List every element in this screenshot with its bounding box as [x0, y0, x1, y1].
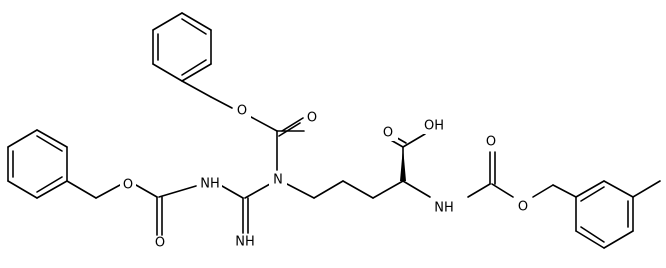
benzene-ring-right [575, 180, 661, 249]
benzene-ring-left [7, 129, 68, 199]
atom-NH-right: NH [434, 201, 454, 216]
atom-O-ester-top: O [237, 104, 247, 119]
atom-O-carbonyl-top: O [307, 111, 317, 126]
atom-O-ester-right: O [518, 200, 528, 215]
benzene-ring-top [152, 12, 212, 82]
atom-N-guanidine: N [273, 173, 283, 188]
atom-labels: O O NH N NH O O O OH NH O O [120, 103, 532, 252]
bond-lines [7, 12, 661, 249]
atom-NH-imine: NH [235, 235, 255, 250]
atom-NH-left: NH [200, 177, 220, 192]
stereo-wedge-bond [400, 147, 406, 181]
atom-O-carbonyl-acid: O [383, 126, 393, 141]
atom-O-ester-left: O [123, 178, 133, 193]
atom-O-carbonyl-left: O [155, 236, 165, 251]
atom-O-carbonyl-right: O [486, 135, 496, 150]
atom-OH-acid: OH [424, 119, 444, 134]
